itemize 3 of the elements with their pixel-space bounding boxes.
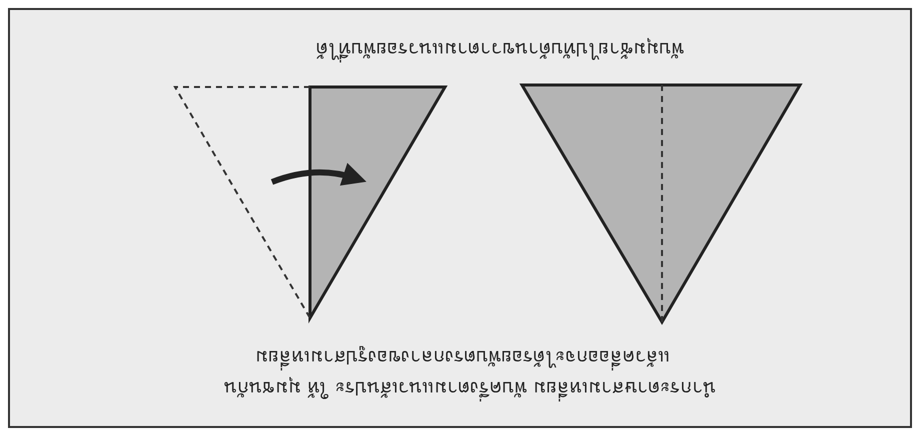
instruction-text: แล้วคลี่ออกจะได้รอยพับตรงกลางของรูปสามเหลี่ยม (254, 343, 670, 373)
instruction-text: นำกระดาษสามเหลี่ยม พับครึ่งตามแนวเส้นประ ให้ มุมชนกัน (224, 374, 716, 404)
instruction-text: พับมุมซ้ายไปทับด้านขวาตามแนวรอยพับที่ได้ (316, 35, 684, 65)
